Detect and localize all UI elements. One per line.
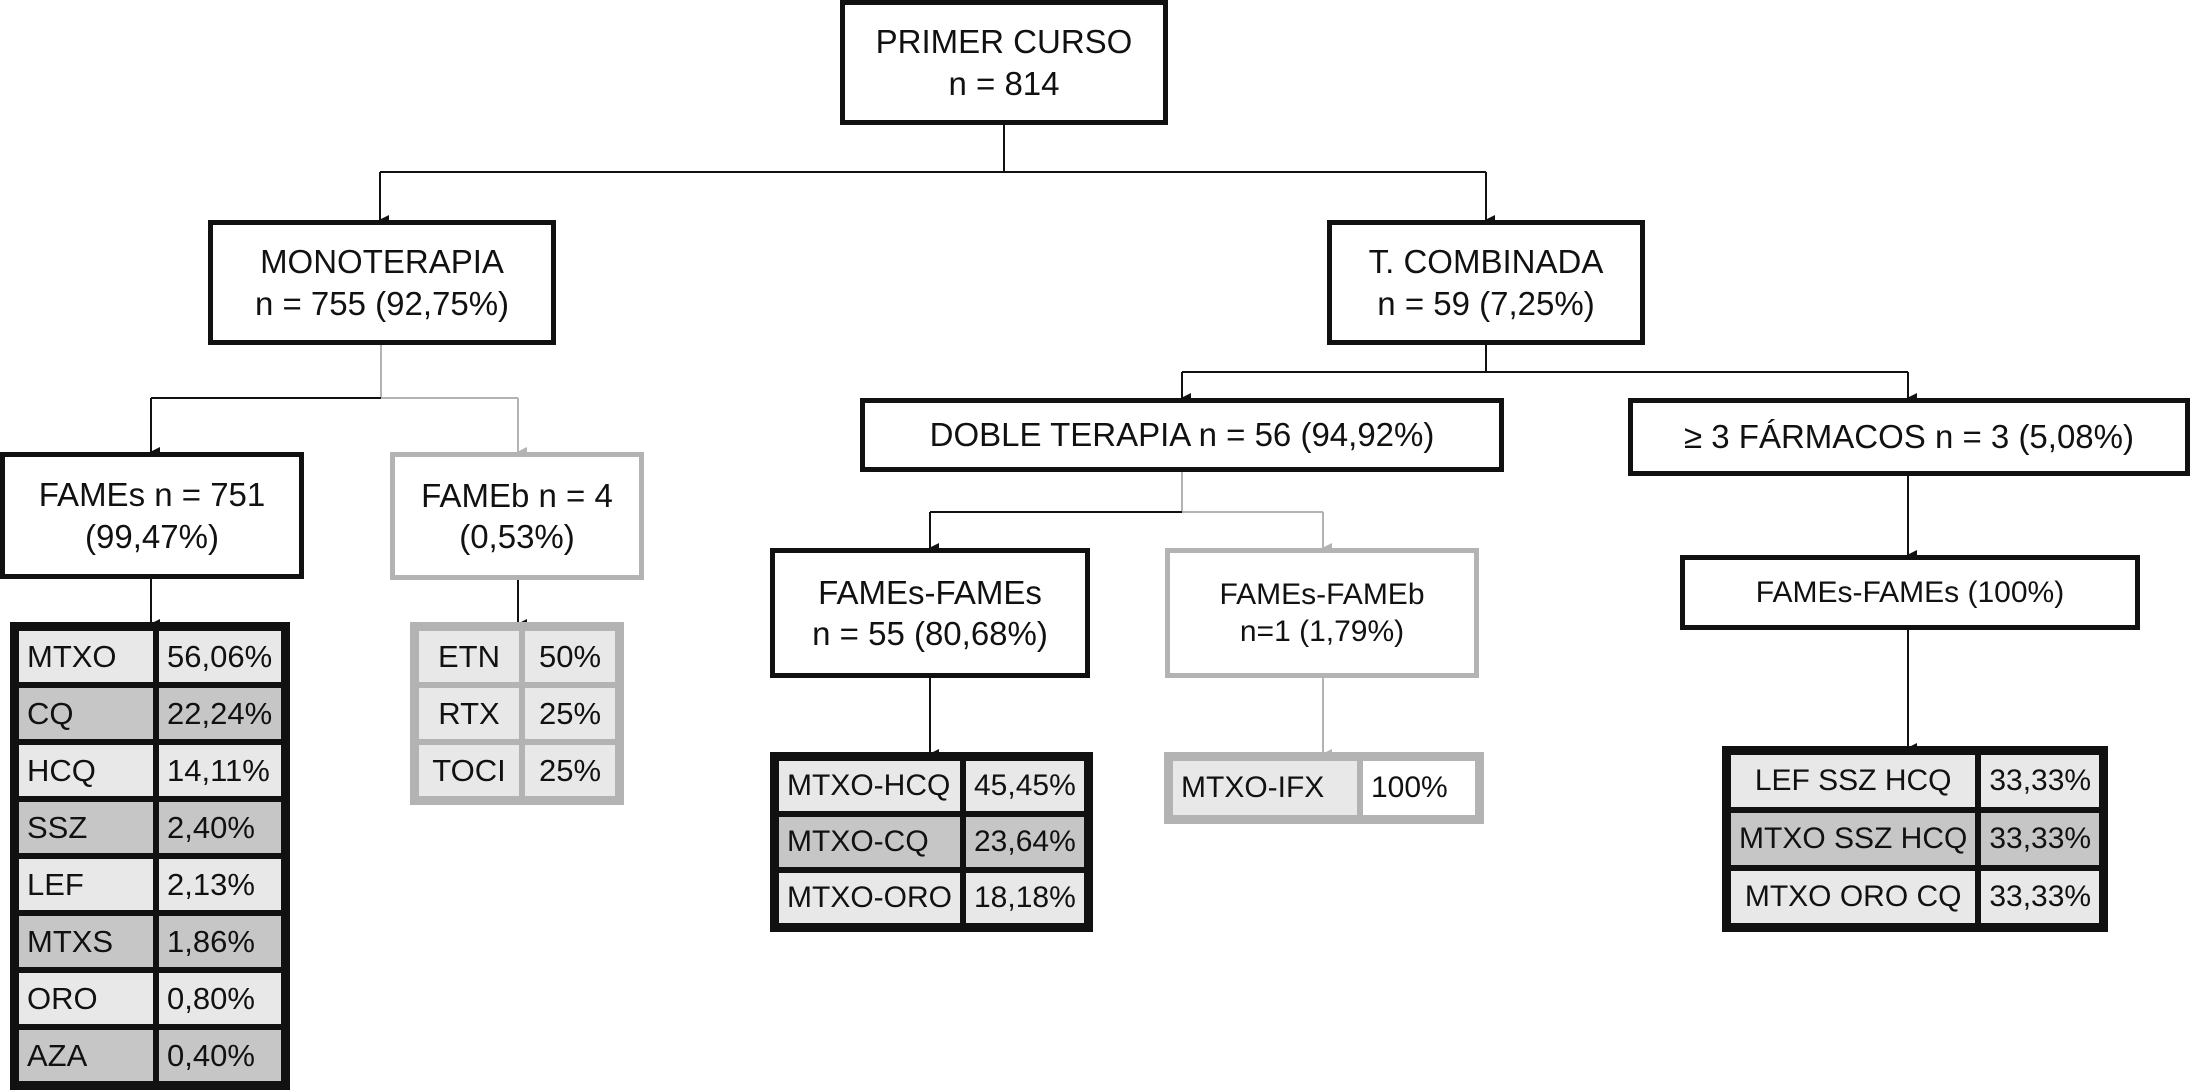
table-fames-fames-doble: MTXO-HCQ 45,45% MTXO-CQ 23,64% MTXO-ORO …	[770, 752, 1093, 932]
pct-cell: 100%	[1360, 758, 1478, 818]
drug-cell: ETN	[416, 628, 522, 685]
pct-cell: 1,86%	[156, 913, 284, 970]
node-count: n = 814	[948, 64, 1060, 102]
table-row: MTXO-IFX 100%	[1170, 758, 1478, 818]
pct-cell: 14,11%	[156, 742, 284, 799]
pct-cell: 33,33%	[1978, 810, 2103, 868]
table-row: ETN 50%	[416, 628, 618, 685]
pct-cell: 2,40%	[156, 799, 284, 856]
table-row: MTXO-CQ 23,64%	[776, 814, 1087, 870]
table-row: SSZ 2,40%	[16, 799, 284, 856]
node-title: FAMEs n = 751	[38, 476, 266, 514]
drug-cell: MTXO	[16, 628, 156, 685]
drug-cell: LEF	[16, 856, 156, 913]
node-count: n = 59 (7,25%)	[1377, 284, 1595, 322]
drug-cell: AZA	[16, 1027, 156, 1084]
table-fames: MTXO 56,06% CQ 22,24% HCQ 14,11% SSZ 2,4…	[10, 622, 290, 1090]
pct-cell: 25%	[522, 685, 618, 742]
node-t-combinada: T. COMBINADA n = 59 (7,25%)	[1327, 220, 1645, 345]
node-count: (99,47%)	[85, 517, 219, 555]
table-fames-fames-tres: LEF SSZ HCQ 33,33% MTXO SSZ HCQ 33,33% M…	[1722, 746, 2109, 932]
node-fames: FAMEs n = 751 (99,47%)	[0, 452, 304, 579]
table-row: MTXO SSZ HCQ 33,33%	[1728, 810, 2103, 868]
node-count: n = 755 (92,75%)	[254, 284, 510, 322]
table-row: LEF 2,13%	[16, 856, 284, 913]
table-row: MTXO-ORO 18,18%	[776, 870, 1087, 926]
table-row: MTXO 56,06%	[16, 628, 284, 685]
node-count: n = 55 (80,68%)	[812, 615, 1048, 652]
node-title: FAMEs-FAMEb	[1219, 577, 1425, 611]
pct-cell: 0,80%	[156, 970, 284, 1027]
table-row: MTXO-HCQ 45,45%	[776, 758, 1087, 814]
node-count: (0,53%)	[459, 518, 575, 555]
drug-cell: SSZ	[16, 799, 156, 856]
table-row: RTX 25%	[416, 685, 618, 742]
node-label: DOBLE TERAPIA n = 56 (94,92%)	[929, 416, 1435, 454]
node-count: n=1 (1,79%)	[1239, 615, 1405, 648]
node-primer-curso: PRIMER CURSO n = 814	[840, 0, 1168, 125]
node-title: FAMEb n = 4	[421, 476, 613, 514]
drug-cell: HCQ	[16, 742, 156, 799]
drug-cell: LEF SSZ HCQ	[1728, 752, 1979, 810]
node-monoterapia: MONOTERAPIA n = 755 (92,75%)	[208, 220, 556, 345]
drug-cell: MTXO-CQ	[776, 814, 963, 870]
pct-cell: 33,33%	[1978, 868, 2103, 926]
node-doble-terapia: DOBLE TERAPIA n = 56 (94,92%)	[860, 398, 1504, 472]
node-title: T. COMBINADA	[1368, 243, 1604, 281]
table-fames-fameb: MTXO-IFX 100%	[1164, 752, 1484, 824]
pct-cell: 22,24%	[156, 685, 284, 742]
node-title: PRIMER CURSO	[875, 23, 1133, 61]
pct-cell: 0,40%	[156, 1027, 284, 1084]
node-fameb: FAMEb n = 4 (0,53%)	[390, 452, 644, 580]
node-title: MONOTERAPIA	[260, 243, 504, 281]
pct-cell: 45,45%	[963, 758, 1087, 814]
pct-cell: 25%	[522, 742, 618, 799]
node-title: FAMEs-FAMEs	[818, 573, 1042, 611]
table-row: AZA 0,40%	[16, 1027, 284, 1084]
node-fames-fames-doble: FAMEs-FAMEs n = 55 (80,68%)	[770, 548, 1090, 678]
node-fames-fameb: FAMEs-FAMEb n=1 (1,79%)	[1165, 548, 1479, 678]
node-label: FAMEs-FAMEs (100%)	[1755, 575, 2065, 609]
pct-cell: 23,64%	[963, 814, 1087, 870]
drug-cell: MTXO SSZ HCQ	[1728, 810, 1979, 868]
drug-cell: RTX	[416, 685, 522, 742]
table-row: HCQ 14,11%	[16, 742, 284, 799]
table-row: ORO 0,80%	[16, 970, 284, 1027]
pct-cell: 56,06%	[156, 628, 284, 685]
drug-cell: ORO	[16, 970, 156, 1027]
node-label: ≥ 3 FÁRMACOS n = 3 (5,08%)	[1683, 418, 2134, 456]
drug-cell: TOCI	[416, 742, 522, 799]
pct-cell: 2,13%	[156, 856, 284, 913]
drug-cell: MTXO-ORO	[776, 870, 963, 926]
pct-cell: 50%	[522, 628, 618, 685]
table-row: MTXO ORO CQ 33,33%	[1728, 868, 2103, 926]
drug-cell: CQ	[16, 685, 156, 742]
table-row: CQ 22,24%	[16, 685, 284, 742]
drug-cell: MTXO-HCQ	[776, 758, 963, 814]
pct-cell: 18,18%	[963, 870, 1087, 926]
node-tres-farmacos: ≥ 3 FÁRMACOS n = 3 (5,08%)	[1628, 398, 2190, 476]
drug-cell: MTXO ORO CQ	[1728, 868, 1979, 926]
drug-cell: MTXO-IFX	[1170, 758, 1360, 818]
table-row: TOCI 25%	[416, 742, 618, 799]
table-fameb: ETN 50% RTX 25% TOCI 25%	[410, 622, 624, 805]
table-row: MTXS 1,86%	[16, 913, 284, 970]
drug-cell: MTXS	[16, 913, 156, 970]
pct-cell: 33,33%	[1978, 752, 2103, 810]
node-fames-fames-tres: FAMEs-FAMEs (100%)	[1680, 555, 2140, 630]
table-row: LEF SSZ HCQ 33,33%	[1728, 752, 2103, 810]
